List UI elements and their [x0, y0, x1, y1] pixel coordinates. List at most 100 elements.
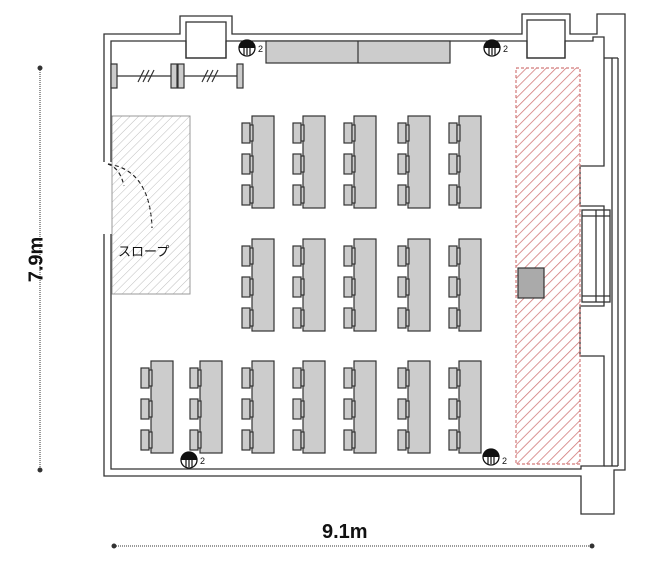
speaker-icon: [482, 448, 500, 466]
desk: [407, 238, 431, 332]
chair-back: [197, 400, 202, 418]
chair: [241, 122, 251, 144]
desk: [150, 360, 174, 454]
desk-unit: [292, 238, 326, 332]
chair-back: [300, 186, 305, 204]
chair: [448, 367, 458, 389]
desk-unit: [189, 360, 223, 454]
width-dimension-label: 9.1m: [322, 521, 368, 543]
chair-back: [249, 124, 254, 142]
speaker-icon: [238, 39, 256, 57]
chair: [397, 429, 407, 451]
chair-back: [405, 400, 410, 418]
desk-unit: [397, 115, 431, 209]
chair: [397, 245, 407, 267]
chair: [343, 122, 353, 144]
chair: [241, 307, 251, 329]
door-opening: [102, 162, 114, 234]
speaker-group: [180, 39, 501, 469]
chair: [343, 398, 353, 420]
chair-back: [405, 369, 410, 387]
chair-back: [351, 155, 356, 173]
chair-back: [456, 124, 461, 142]
chair: [397, 276, 407, 298]
desk: [302, 115, 326, 209]
chair-back: [351, 400, 356, 418]
chair-back: [300, 247, 305, 265]
chair: [140, 398, 150, 420]
desk-unit: [241, 360, 275, 454]
chair: [292, 184, 302, 206]
desk: [251, 360, 275, 454]
desk: [302, 238, 326, 332]
chair: [241, 153, 251, 175]
chair-back: [405, 155, 410, 173]
chair: [241, 276, 251, 298]
desk-unit: [343, 115, 377, 209]
desk-unit: [397, 360, 431, 454]
desk: [251, 115, 275, 209]
desk-unit: [292, 115, 326, 209]
chair: [448, 307, 458, 329]
desk-unit: [448, 238, 482, 332]
chair-back: [249, 309, 254, 327]
chair-back: [456, 186, 461, 204]
chair-back: [300, 155, 305, 173]
coat-rail: [110, 63, 244, 89]
chair-back: [456, 247, 461, 265]
chair-back: [148, 369, 153, 387]
chair: [448, 184, 458, 206]
chair-back: [249, 155, 254, 173]
chair: [292, 122, 302, 144]
dimension-lines: [37, 65, 595, 549]
chair-back: [351, 186, 356, 204]
chair-back: [300, 124, 305, 142]
chair-back: [351, 369, 356, 387]
chair-back: [351, 431, 356, 449]
desk-unit: [241, 238, 275, 332]
chair: [343, 184, 353, 206]
chair-back: [249, 278, 254, 296]
speaker-count-label: 2: [258, 44, 264, 54]
desk-unit: [241, 115, 275, 209]
chair: [397, 153, 407, 175]
chair: [292, 367, 302, 389]
chair: [343, 276, 353, 298]
chair: [397, 184, 407, 206]
chair: [397, 367, 407, 389]
chair: [448, 276, 458, 298]
speaker-count-label: 2: [200, 456, 206, 466]
desk: [458, 238, 482, 332]
chair: [343, 367, 353, 389]
desk: [353, 115, 377, 209]
chair: [292, 153, 302, 175]
chair-back: [300, 431, 305, 449]
chair: [292, 398, 302, 420]
chair: [397, 307, 407, 329]
desk: [302, 360, 326, 454]
cabinet: [265, 40, 451, 64]
chair-back: [300, 278, 305, 296]
chair-back: [456, 400, 461, 418]
chair-back: [249, 247, 254, 265]
chair: [448, 429, 458, 451]
chair-back: [351, 247, 356, 265]
desk-group: [140, 115, 482, 454]
chair: [292, 276, 302, 298]
desk: [353, 360, 377, 454]
chair: [292, 245, 302, 267]
chair: [292, 429, 302, 451]
chair-back: [405, 278, 410, 296]
chair-back: [249, 186, 254, 204]
chair-back: [300, 400, 305, 418]
chair: [343, 429, 353, 451]
chair: [397, 122, 407, 144]
chair-back: [405, 124, 410, 142]
chair: [241, 184, 251, 206]
desk-unit: [292, 360, 326, 454]
chair: [140, 429, 150, 451]
chair-back: [456, 431, 461, 449]
chair: [448, 122, 458, 144]
